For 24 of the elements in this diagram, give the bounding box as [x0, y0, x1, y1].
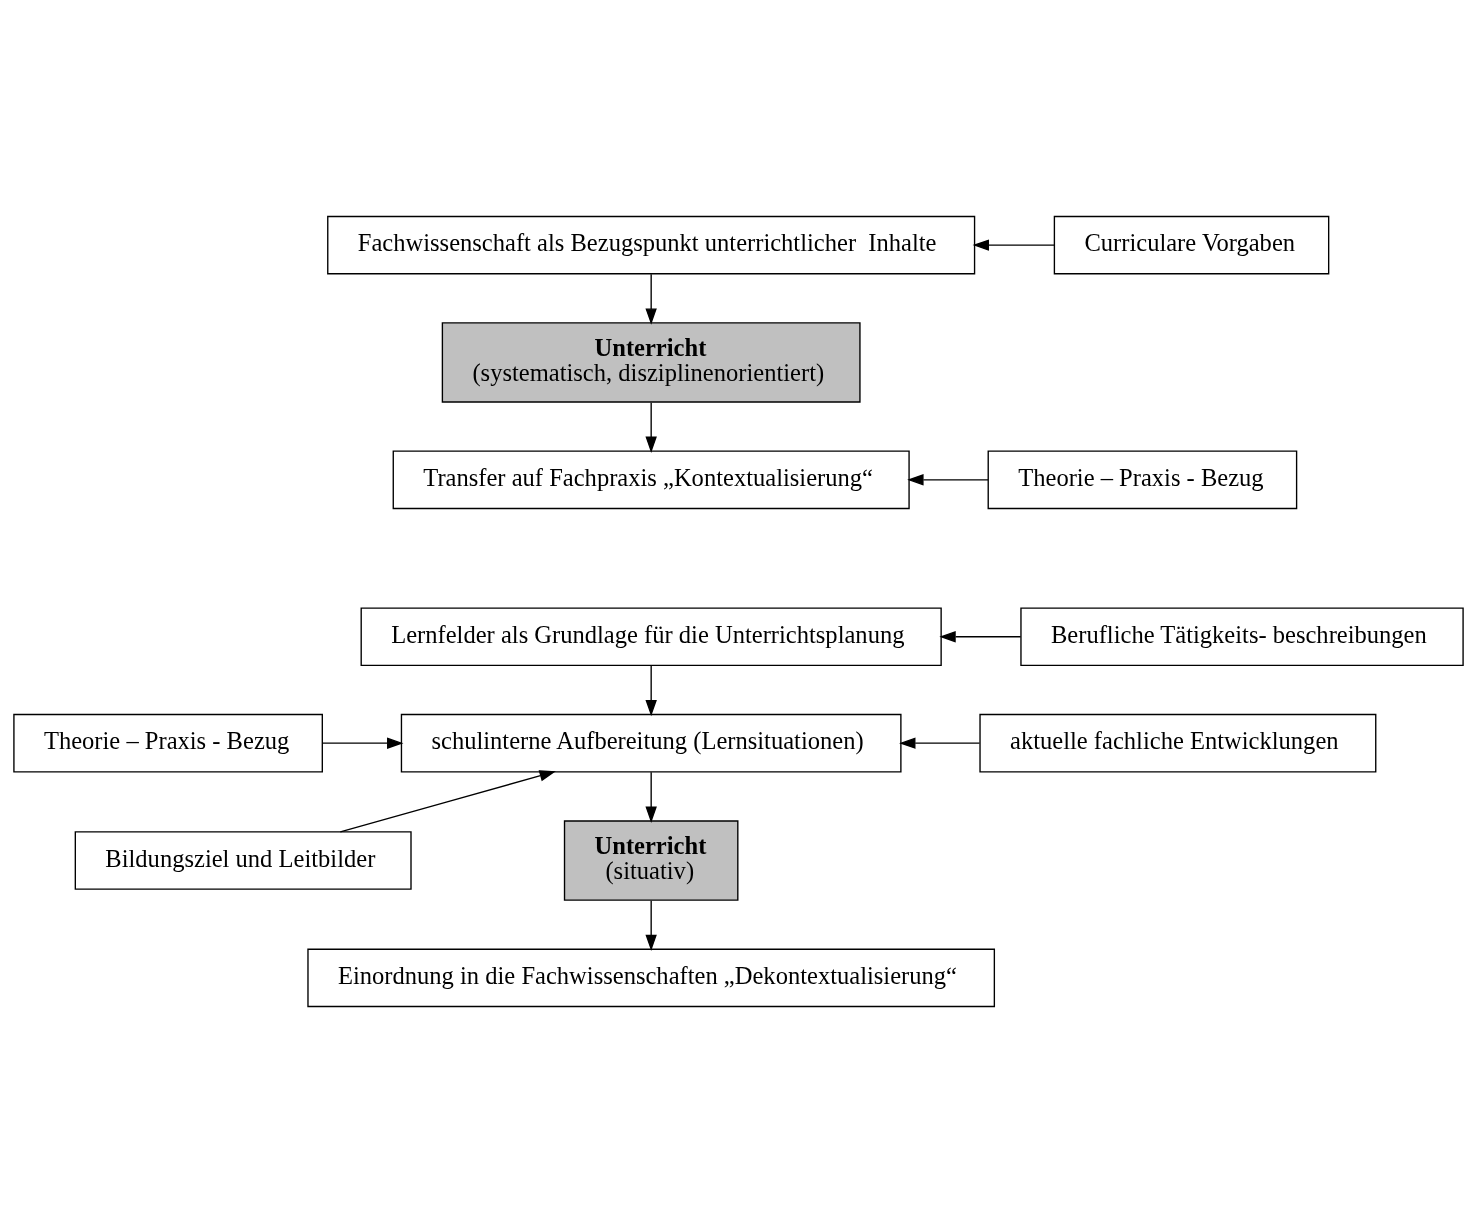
arrow — [645, 273, 657, 325]
arrow — [645, 665, 657, 717]
node-box: schulinterne Aufbereitung (Lernsituationen) — [400, 713, 902, 773]
arrow — [899, 737, 981, 749]
node-box: Theorie – Praxis - Bezug — [13, 713, 323, 773]
node-box: Einordnung in die Fachwissenschaften „Dekontextualisierung“ — [307, 948, 996, 1008]
arrow — [645, 771, 657, 823]
node-box: Fachwissenschaft als Bezugspunkt unterrichtlicher Inhalte — [327, 215, 976, 275]
node-box: Unterricht (situativ) — [563, 820, 739, 901]
arrow — [339, 770, 556, 833]
arrow — [645, 401, 657, 453]
node-box: Transfer auf Fachpraxis „Kontextualisierung“ — [392, 450, 910, 510]
node-box: Theorie – Praxis - Bezug — [987, 450, 1298, 510]
node-box: aktuelle fachliche Entwicklungen — [979, 713, 1377, 773]
arrow — [972, 239, 1055, 251]
arrow — [939, 631, 1022, 643]
node-box: Berufliche Tätigkeits- beschreibungen — [1020, 607, 1464, 667]
node-box: Bildungsziel und Leitbilder — [74, 831, 412, 890]
arrow — [645, 900, 657, 952]
node-box: Curriculare Vorgaben — [1053, 215, 1330, 275]
arrow — [907, 474, 989, 486]
node-box: Unterricht (systematisch, disziplinenorientiert) — [441, 322, 861, 403]
node-box: Lernfelder als Grundlage für die Unterrichtsplanung — [360, 607, 942, 667]
arrow — [321, 737, 404, 749]
